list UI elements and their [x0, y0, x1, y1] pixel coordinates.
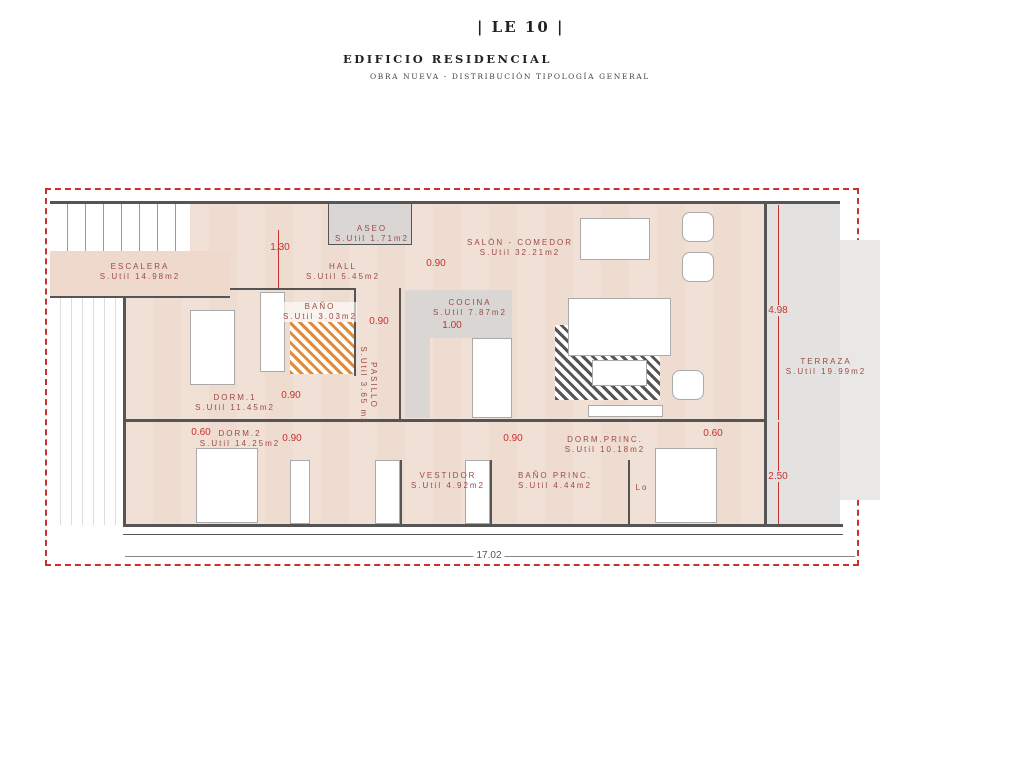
dim-dorm-depth: 2.50 [768, 471, 788, 482]
bed-dorm2 [196, 448, 258, 523]
sheet-subtitle: OBRA NUEVA - DISTRIBUCIÓN TIPOLOGÍA GENE… [370, 72, 650, 81]
bed-dorm-princ [655, 448, 717, 523]
armchair-1 [682, 212, 714, 242]
dim-dorm-princ-door: 0.90 [503, 433, 523, 444]
stair-landing [50, 251, 230, 297]
armchair-2 [682, 252, 714, 282]
sofa [568, 298, 671, 356]
kitchen-island [430, 290, 512, 338]
dim-salon-door: 0.90 [426, 258, 446, 269]
aseo-room [328, 203, 412, 245]
bath-tile-floor [290, 322, 354, 374]
sheet-code: | LE 10 | [477, 18, 565, 36]
bed-dorm1 [190, 310, 235, 385]
dim-dorm1-door: 0.90 [281, 390, 301, 401]
wall-bano-princ-2 [628, 460, 630, 525]
dim-hall-1.30: 1.30 [270, 242, 290, 253]
dim-total-width: 17.02 [473, 550, 505, 561]
dim-dorm-princ-0.60: 0.60 [703, 428, 723, 439]
terrace-extension [840, 240, 880, 500]
wall-dorm1 [230, 288, 356, 290]
armchair-3 [672, 370, 704, 400]
kitchen-counter [405, 290, 430, 418]
wardrobe-2 [375, 460, 400, 524]
room-dorm-princ: DORM.PRINC.S.Util 10.18m2 [564, 435, 646, 454]
dining-table [580, 218, 650, 260]
wall-top [50, 201, 840, 204]
wall-facade [764, 203, 767, 525]
dim-line-130 [278, 230, 279, 288]
dim-bano-pasillo: 0.90 [369, 316, 389, 327]
wardrobe-3 [465, 460, 490, 524]
kitchen-bar [472, 338, 512, 418]
fixture-label: Lo [635, 483, 649, 492]
wall-bath [354, 288, 356, 376]
staircase [50, 203, 190, 251]
dim-salon-depth: 4.98 [768, 305, 788, 316]
wall-left [123, 297, 126, 525]
wall-stair [50, 296, 230, 298]
sheet-title: EDIFICIO RESIDENCIAL [343, 52, 553, 66]
coffee-table [592, 360, 647, 386]
wall-bottom-outer [123, 534, 843, 535]
tv-unit [588, 405, 663, 417]
wardrobe-1 [290, 460, 310, 524]
wall-vestidor [400, 460, 402, 525]
wardrobe-4 [260, 292, 285, 372]
wall-kitchen [399, 288, 401, 420]
exterior-strip [50, 297, 125, 525]
wall-bano-princ [490, 460, 492, 525]
dim-dorm2-0.60: 0.60 [191, 427, 211, 438]
room-bano-princ: BAÑO PRINC.S.Util 4.44m2 [517, 471, 593, 490]
dim-cocina: 1.00 [442, 320, 462, 331]
wall-bottom [123, 524, 843, 527]
wall-mid [125, 419, 765, 422]
dim-dorm2-door: 0.90 [282, 433, 302, 444]
